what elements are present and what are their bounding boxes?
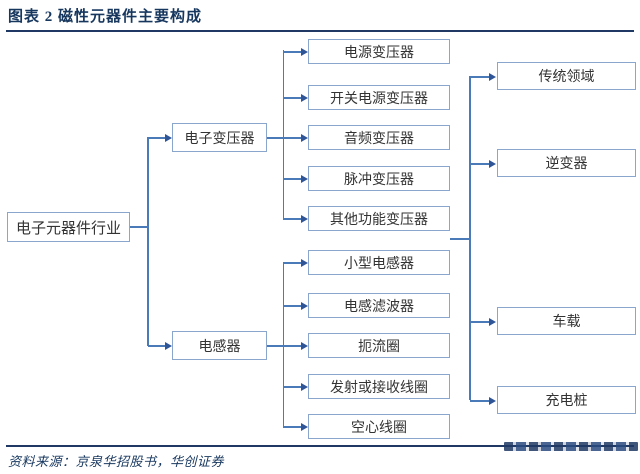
connector-line — [283, 218, 301, 220]
arrow-right-icon — [301, 214, 308, 223]
connector-line — [283, 305, 301, 307]
arrow-right-icon — [301, 174, 308, 183]
figure-source: 资料来源：京泉华招股书，华创证券 — [8, 454, 225, 469]
connector-line — [130, 226, 148, 228]
node-power-transformer: 电源变压器 — [308, 39, 450, 64]
connector-line — [283, 262, 301, 264]
arrow-right-icon — [301, 301, 308, 310]
node-inductive-filter: 电感滤波器 — [308, 293, 450, 318]
node-inductor: 电感器 — [172, 331, 267, 360]
node-electronic-transformer: 电子变压器 — [172, 123, 267, 152]
node-air-core-coil: 空心线圈 — [308, 414, 450, 439]
node-other-function-transformer: 其他功能变压器 — [308, 206, 450, 231]
arrow-right-icon — [301, 258, 308, 267]
arrow-right-icon — [301, 341, 308, 350]
node-choke-coil: 扼流圈 — [308, 333, 450, 358]
connector-line — [470, 400, 489, 402]
arrow-right-icon — [165, 341, 172, 350]
connector-line — [283, 97, 301, 99]
connector-line — [470, 163, 489, 165]
connector-line — [283, 426, 301, 428]
arrow-right-icon — [301, 382, 308, 391]
arrow-right-icon — [489, 159, 496, 168]
node-vehicle: 车载 — [497, 307, 636, 335]
arrow-right-icon — [301, 133, 308, 142]
arrow-right-icon — [165, 133, 172, 142]
connector-line — [470, 321, 489, 323]
connector-line — [450, 238, 470, 240]
connector-line — [148, 137, 165, 139]
node-charging-pile: 充电桩 — [497, 386, 636, 414]
arrow-right-icon — [489, 396, 496, 405]
node-industry-root: 电子元器件行业 — [7, 212, 130, 242]
node-small-inductor: 小型电感器 — [308, 250, 450, 275]
connector-line — [148, 345, 165, 347]
bottom-rule — [6, 445, 634, 447]
watermark-smudge — [504, 442, 638, 451]
connector-line — [283, 178, 301, 180]
figure-title: 图表 2 磁性元器件主要构成 — [8, 9, 203, 25]
top-rule — [6, 30, 634, 32]
connector-line — [282, 50, 284, 219]
arrow-right-icon — [489, 317, 496, 326]
connector-line — [267, 345, 283, 347]
connector-line — [283, 386, 301, 388]
connector-line — [470, 76, 489, 78]
node-switching-power-transformer: 开关电源变压器 — [308, 85, 450, 110]
node-transmit-receive-coil: 发射或接收线圈 — [308, 374, 450, 399]
arrow-right-icon — [301, 422, 308, 431]
connector-line — [283, 345, 301, 347]
node-pulse-transformer: 脉冲变压器 — [308, 166, 450, 191]
connector-line — [469, 76, 471, 400]
node-traditional-field: 传统领域 — [497, 62, 636, 90]
arrow-right-icon — [301, 93, 308, 102]
arrow-right-icon — [489, 72, 496, 81]
connector-line — [283, 51, 301, 53]
connector-line — [283, 137, 301, 139]
connector-line — [147, 137, 149, 346]
node-audio-transformer: 音频变压器 — [308, 125, 450, 150]
node-inverter: 逆变器 — [497, 149, 636, 177]
arrow-right-icon — [301, 47, 308, 56]
connector-line — [282, 262, 284, 427]
connector-line — [267, 137, 283, 139]
